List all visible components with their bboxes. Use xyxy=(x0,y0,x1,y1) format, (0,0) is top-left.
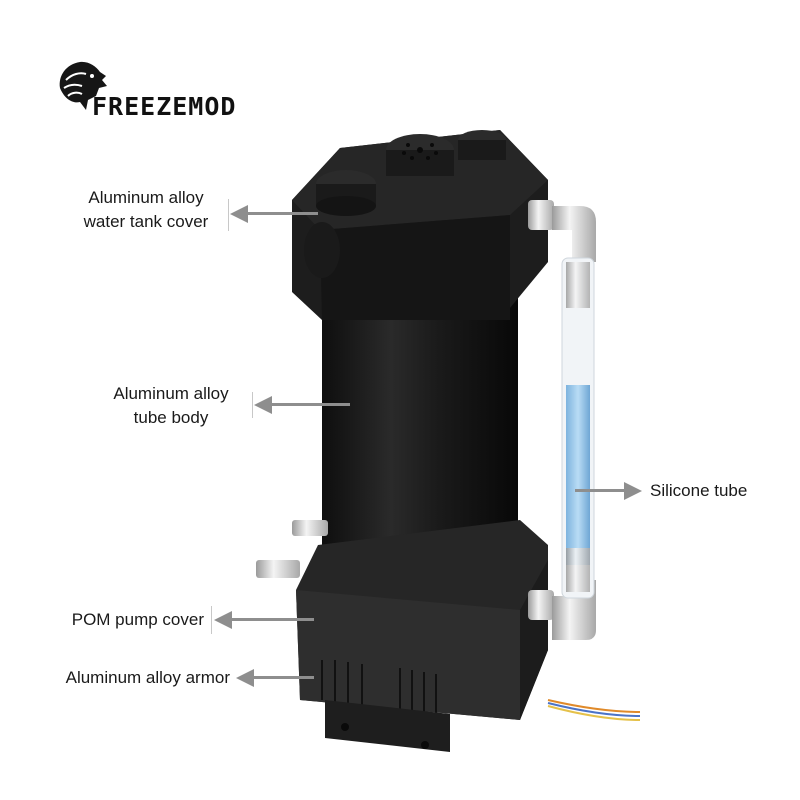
callout-tick xyxy=(228,199,229,231)
brand-logo: FREEZEMOD xyxy=(52,58,282,128)
callout-tick xyxy=(211,606,212,634)
callout-arrow-line xyxy=(270,403,350,406)
callout-arrow-line xyxy=(252,676,314,679)
callout-water-tank-cover-label: Aluminum alloy water tank cover xyxy=(83,188,209,231)
wolf-head-icon xyxy=(59,61,107,110)
arrow-left-icon xyxy=(230,205,248,223)
brand-name: FREEZEMOD xyxy=(92,92,237,121)
arrow-left-icon xyxy=(214,611,232,629)
arrow-left-icon xyxy=(236,669,254,687)
arrow-right-icon xyxy=(624,482,642,500)
callout-arrow-line xyxy=(246,212,318,215)
arrow-left-icon xyxy=(254,396,272,414)
callout-arrow-line xyxy=(575,489,625,492)
callout-silicone-tube-label: Silicone tube xyxy=(650,481,748,500)
callout-tube-body-label: Aluminum alloy tube body xyxy=(113,384,229,427)
callout-pom-pump-cover-label: POM pump cover xyxy=(71,610,204,629)
callout-arrow-line xyxy=(230,618,314,621)
callout-tick xyxy=(252,392,253,418)
callout-armor-label: Aluminum alloy armor xyxy=(65,668,230,687)
